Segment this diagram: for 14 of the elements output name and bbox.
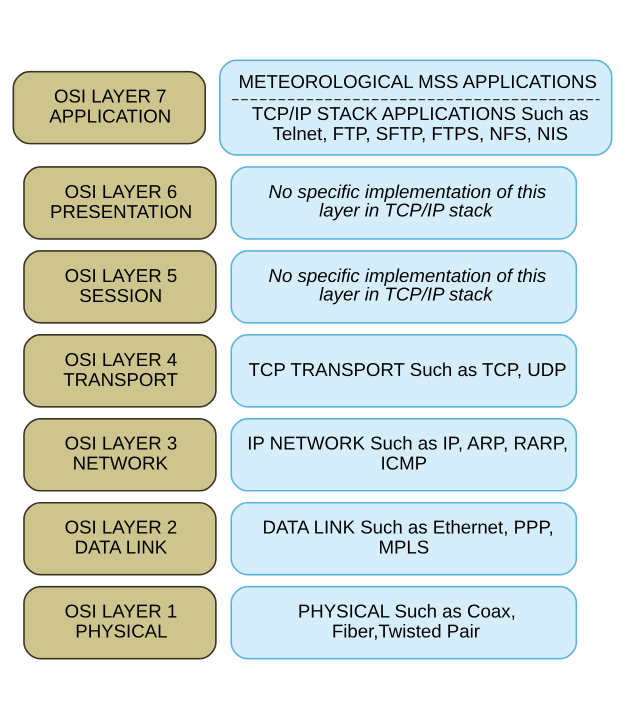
node-box: METEOROLOGICAL MSS APPLICATIONS TCP/IP STACK APPLICATIONS Such as Telnet, FTP, SFTP, FTPS, NFS, NIS — [219, 59, 612, 156]
node-box: No specific implementation of this layer in TCP/IP stack — [230, 250, 578, 324]
node-box: DATA LINK Such as Ethernet, PPP, MPLS — [230, 501, 578, 576]
node-box: OSI LAYER 4 TRANSPORT — [23, 334, 217, 408]
node-box: No specific implementation of this layer in TCP/IP stack — [230, 166, 578, 240]
node-box: OSI LAYER 1 PHYSICAL — [23, 585, 217, 659]
node-box: OSI LAYER 5 SESSION — [23, 250, 217, 324]
node-box: TCP TRANSPORT Such as TCP, UDP — [230, 334, 578, 408]
node-box: OSI LAYER 2 DATA LINK — [23, 501, 217, 576]
node-box: IP NETWORK Such as IP, ARP, RARP, ICMP — [230, 418, 578, 492]
node-box: OSI LAYER 3 NETWORK — [23, 418, 217, 492]
node-box: OSI LAYER 6 PRESENTATION — [23, 166, 217, 240]
node-box: PHYSICAL Such as Coax, Fiber,Twisted Pair — [230, 585, 578, 659]
node-box: OSI LAYER 7 APPLICATION — [12, 70, 206, 144]
